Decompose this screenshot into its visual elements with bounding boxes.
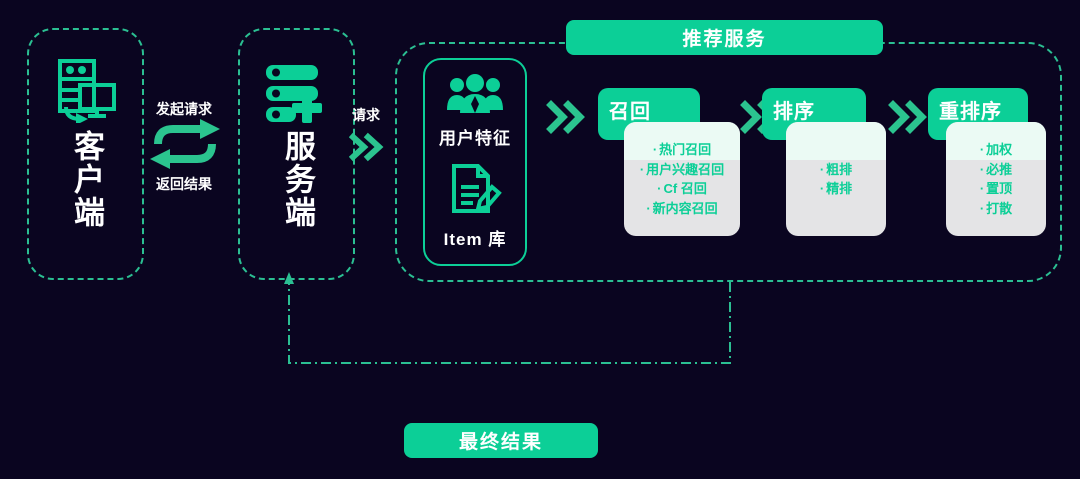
stage-rerank-body: 加权 必推 置顶 打散 (946, 122, 1046, 236)
list-item: 新内容召回 (640, 199, 724, 219)
panel-gloss (786, 122, 886, 160)
feature-item: Item 库 (444, 163, 507, 250)
list-item: 粗排 (820, 160, 852, 180)
stage-rerank: 重排序 加权 必推 置顶 打散 (928, 88, 1046, 236)
list-item: Cf 召回 (640, 179, 724, 199)
list-item: 置顶 (980, 179, 1012, 199)
list-item: 精排 (820, 179, 852, 199)
double-chevron-right-icon (348, 132, 385, 167)
bidirectional-loop-arrow-icon (146, 118, 224, 175)
stage-rerank-list: 加权 必推 置顶 打散 (980, 140, 1012, 218)
desktop-computer-icon (56, 57, 118, 128)
recommend-service-title: 推荐服务 (566, 20, 883, 55)
list-item: 加权 (980, 140, 1012, 160)
client-box (27, 28, 144, 280)
stage-recall-list: 热门召回 用户兴趣召回 Cf 召回 新内容召回 (640, 140, 724, 218)
server-stack-icon (264, 63, 328, 130)
feature-user-label: 用户特征 (439, 129, 511, 148)
feature-user: 用户特征 (439, 74, 511, 149)
feature-item-label: Item 库 (443, 230, 507, 249)
stage-rank-body: 粗排 精排 (786, 122, 886, 236)
final-result-badge: 最终结果 (404, 423, 598, 458)
list-item: 热门召回 (640, 140, 724, 160)
request-label: 发起请求 (156, 101, 212, 117)
list-item: 打散 (980, 199, 1012, 219)
stage-recall-body: 热门召回 用户兴趣召回 Cf 召回 新内容召回 (624, 122, 740, 236)
document-edit-icon (448, 163, 502, 220)
stage-rank: 排序 粗排 精排 (762, 88, 906, 236)
feature-source-box: 用户特征 Item 库 (423, 58, 527, 266)
stage-arrow-3-icon (888, 100, 928, 139)
server-label: 服务端 (280, 130, 315, 229)
client-label: 客户端 (69, 130, 104, 229)
user-group-icon (446, 74, 504, 119)
stage-arrow-1-icon (546, 100, 586, 139)
service-request-label: 请求 (352, 107, 380, 123)
response-label: 返回结果 (156, 176, 212, 192)
list-item: 用户兴趣召回 (640, 160, 724, 180)
stage-rank-list: 粗排 精排 (820, 160, 852, 199)
list-item: 必推 (980, 160, 1012, 180)
stage-recall: 召回 热门召回 用户兴趣召回 Cf 召回 新内容召回 (598, 88, 740, 236)
